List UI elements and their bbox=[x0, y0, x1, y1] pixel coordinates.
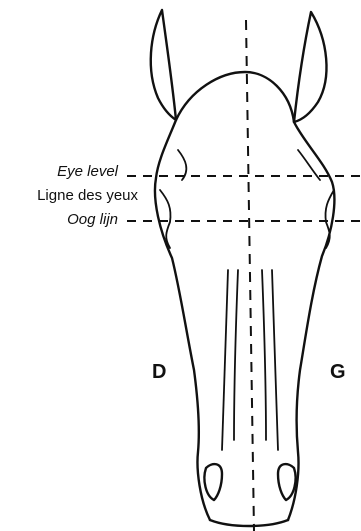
side-label-right: G bbox=[330, 361, 346, 383]
center-line bbox=[246, 20, 254, 531]
forehead bbox=[176, 72, 294, 122]
ridge-left bbox=[222, 270, 228, 450]
right-nostril bbox=[278, 464, 296, 500]
eye-details bbox=[160, 150, 334, 248]
muzzle-bottom bbox=[210, 520, 288, 526]
eye-level-label-nl: Oog lijn bbox=[67, 211, 118, 228]
ridge-center-right bbox=[262, 270, 266, 440]
left-ear bbox=[151, 10, 176, 120]
eye-level-label-en: Eye level bbox=[57, 163, 119, 180]
ridge-right bbox=[272, 270, 278, 450]
eye-level-label-fr: Ligne des yeux bbox=[37, 187, 138, 204]
nostrils bbox=[204, 464, 295, 500]
right-ear bbox=[294, 12, 326, 122]
side-label-left: D bbox=[152, 361, 166, 383]
horse-head-outline bbox=[151, 10, 335, 526]
left-nostril bbox=[204, 464, 222, 500]
right-jaw bbox=[288, 122, 334, 520]
ridge-center-left bbox=[234, 270, 238, 440]
